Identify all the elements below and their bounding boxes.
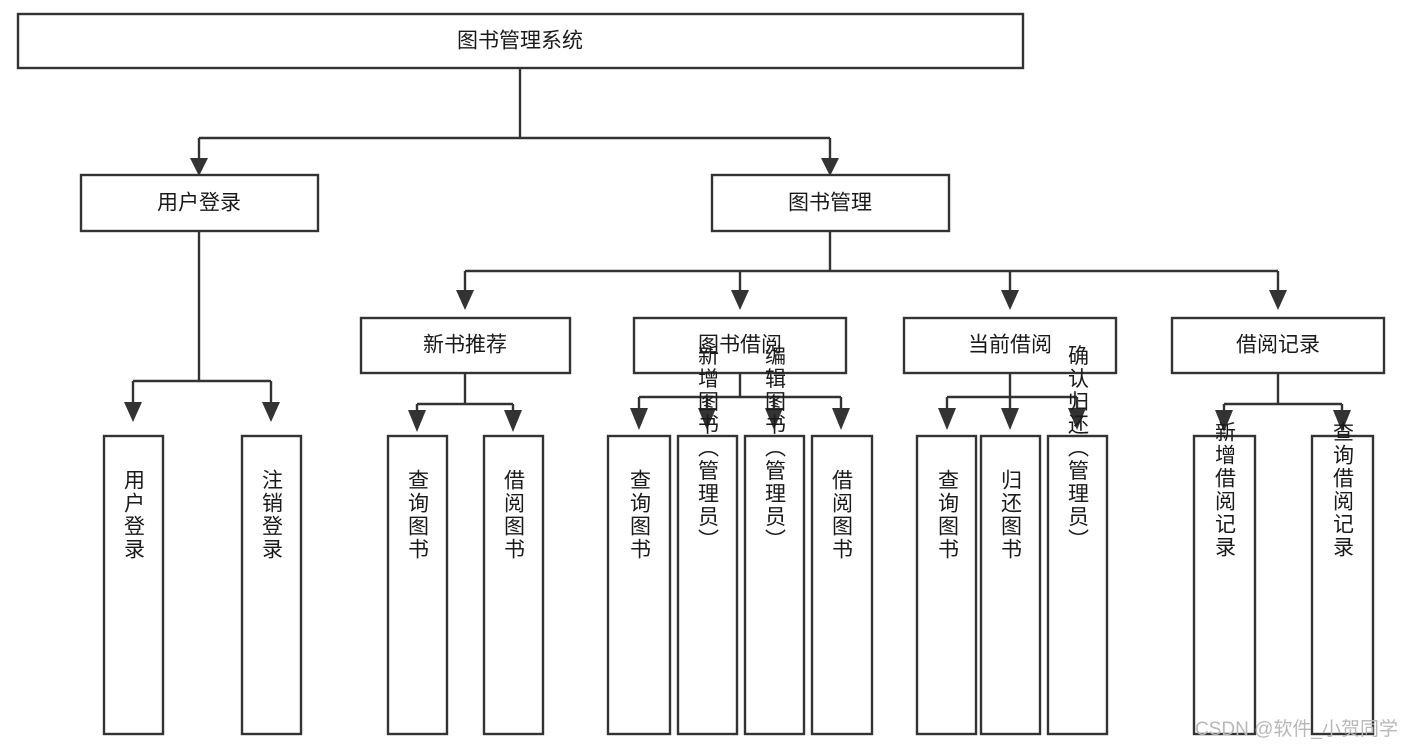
- node-book-manage-box[interactable]: [710, 173, 951, 233]
- arrow-down-icon: [731, 290, 749, 310]
- leaf-return-book-label: 归还图书: [999, 469, 1023, 561]
- arrow-down-icon: [630, 408, 648, 430]
- node-book-borrow[interactable]: 图书借阅: [632, 316, 848, 375]
- leaf-confirm-return-label: 确认归还（管理员）: [1066, 345, 1090, 552]
- node-new-book-recommend-box[interactable]: [359, 316, 572, 375]
- arrow-down-icon: [504, 410, 522, 432]
- leaf-user-login[interactable]: 用户登录: [102, 434, 165, 736]
- leaf-borrow-book-1-box[interactable]: [482, 434, 545, 736]
- arrow-down-icon: [1269, 290, 1287, 310]
- node-book-manage[interactable]: 图书管理: [710, 173, 951, 233]
- node-new-book-recommend-label: 新书推荐: [423, 334, 507, 357]
- leaf-query-book-3-box[interactable]: [915, 434, 978, 736]
- arrow-down-icon: [456, 290, 474, 310]
- node-book-borrow-label: 图书借阅: [698, 334, 782, 357]
- node-current-borrow-box[interactable]: [902, 316, 1118, 375]
- leaf-query-book-1-label: 查询图书: [406, 469, 430, 561]
- leaf-add-record-box[interactable]: [1192, 434, 1257, 736]
- leaf-user-login-label: 用户登录: [122, 469, 146, 561]
- leaf-query-record-label: 查询借阅记录: [1331, 421, 1355, 559]
- leaf-user-logout-label: 注销登录: [260, 469, 284, 561]
- leaf-query-book-3-label: 查询图书: [936, 469, 960, 561]
- leaf-user-login-box[interactable]: [102, 434, 165, 736]
- leaf-query-record-box[interactable]: [1310, 434, 1375, 736]
- arrow-down-icon: [765, 408, 783, 430]
- arrow-down-icon: [1001, 290, 1019, 310]
- arrow-down-icon: [1001, 408, 1019, 430]
- leaf-query-book-2-box[interactable]: [606, 434, 672, 736]
- node-book-manage-label: 图书管理: [788, 192, 872, 215]
- leaf-add-record[interactable]: 新增借阅记录: [1192, 421, 1257, 736]
- node-book-borrow-box[interactable]: [632, 316, 848, 375]
- leaf-borrow-book-2[interactable]: 借阅图书: [810, 434, 874, 736]
- connector-root-to-level2: [190, 68, 839, 176]
- watermark-text: CSDN @软件_小贺同学: [1195, 718, 1398, 740]
- leaf-add-book-box[interactable]: [676, 434, 739, 736]
- leaf-confirm-return-box[interactable]: [1046, 434, 1109, 736]
- node-borrow-record[interactable]: 借阅记录: [1170, 316, 1386, 375]
- leaf-user-logout[interactable]: 注销登录: [240, 434, 303, 736]
- leaf-edit-book-box[interactable]: [743, 434, 806, 736]
- arrow-down-icon: [832, 408, 850, 430]
- leaf-return-book-box[interactable]: [979, 434, 1042, 736]
- node-borrow-record-box[interactable]: [1170, 316, 1386, 375]
- node-borrow-record-label: 借阅记录: [1236, 334, 1320, 357]
- node-root[interactable]: 图书管理系统: [16, 12, 1025, 70]
- node-user-login-label: 用户登录: [157, 192, 241, 215]
- connector-user-login-to-leaves: [124, 231, 280, 422]
- connector-new-book-recommend-to-leaves: [408, 373, 522, 432]
- node-current-borrow-label: 当前借阅: [968, 334, 1052, 357]
- arrow-down-icon: [821, 158, 839, 176]
- leaf-add-book-label: 新增图书（管理员）: [696, 345, 720, 552]
- arrow-down-icon: [262, 402, 280, 422]
- node-root-label: 图书管理系统: [457, 30, 583, 53]
- node-root-box[interactable]: [16, 12, 1025, 70]
- arrow-down-icon: [1068, 408, 1086, 430]
- node-new-book-recommend[interactable]: 新书推荐: [359, 316, 572, 375]
- leaf-query-record[interactable]: 查询借阅记录: [1310, 421, 1375, 736]
- connector-current-borrow-to-leaves: [938, 373, 1086, 430]
- leaf-borrow-book-1[interactable]: 借阅图书: [482, 434, 545, 736]
- connector-borrow-record-to-leaves: [1215, 373, 1351, 432]
- leaf-query-book-1[interactable]: 查询图书: [386, 434, 449, 736]
- arrow-down-icon: [190, 158, 208, 176]
- connector-book-manage-to-level3: [456, 231, 1287, 310]
- leaf-add-record-label: 新增借阅记录: [1213, 421, 1237, 559]
- leaf-query-book-2-label: 查询图书: [628, 469, 652, 561]
- leaf-return-book[interactable]: 归还图书: [979, 434, 1042, 736]
- arrow-down-icon: [1333, 410, 1351, 432]
- node-current-borrow[interactable]: 当前借阅: [902, 316, 1118, 375]
- leaf-borrow-book-2-box[interactable]: [810, 434, 874, 736]
- arrow-down-icon: [1215, 410, 1233, 432]
- arrow-down-icon: [938, 408, 956, 430]
- leaf-query-book-1-box[interactable]: [386, 434, 449, 736]
- arrow-down-icon: [698, 408, 716, 430]
- node-user-login[interactable]: 用户登录: [79, 173, 320, 233]
- arrow-down-icon: [124, 402, 142, 422]
- leaf-user-logout-box[interactable]: [240, 434, 303, 736]
- leaf-query-book-2[interactable]: 查询图书: [606, 434, 672, 736]
- leaf-edit-book[interactable]: 编辑图书（管理员）: [743, 345, 806, 736]
- leaf-confirm-return[interactable]: 确认归还（管理员）: [1046, 345, 1109, 736]
- leaf-add-book[interactable]: 新增图书（管理员）: [676, 345, 739, 736]
- leaf-query-book-3[interactable]: 查询图书: [915, 434, 978, 736]
- leaf-edit-book-label: 编辑图书（管理员）: [763, 345, 787, 552]
- arrow-down-icon: [408, 410, 426, 432]
- leaf-borrow-book-1-label: 借阅图书: [502, 469, 526, 561]
- connector-book-borrow-to-leaves: [630, 373, 850, 430]
- leaf-borrow-book-2-label: 借阅图书: [830, 469, 854, 561]
